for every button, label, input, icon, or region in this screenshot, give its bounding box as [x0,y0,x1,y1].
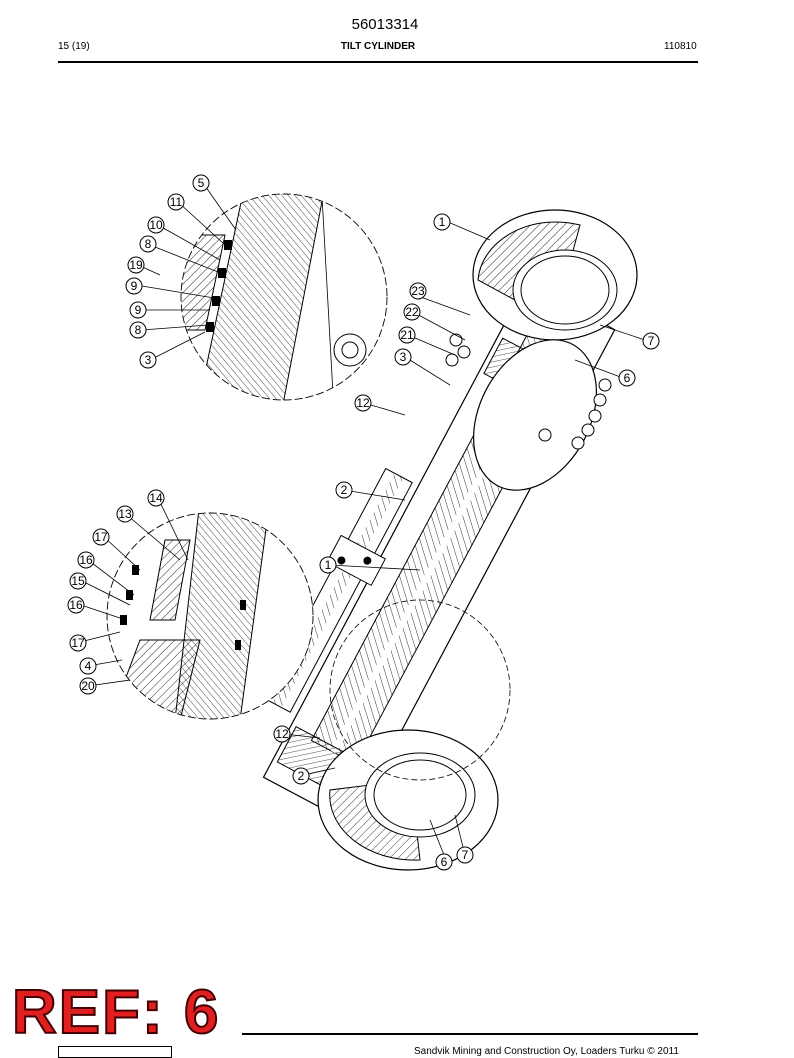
base-eye-bottom [317,729,499,871]
callout-1: 1 [319,556,337,574]
callout-21: 21 [398,326,416,344]
callout-9: 9 [129,301,147,319]
detail-marker-circle [329,599,511,781]
callout-9: 9 [125,277,143,295]
svg-text:9: 9 [135,303,142,317]
svg-text:8: 8 [145,237,152,251]
svg-text:12: 12 [275,727,289,741]
rod-eye-top [472,209,638,341]
page-title: TILT CYLINDER [340,41,416,52]
svg-text:16: 16 [79,553,93,567]
svg-text:1: 1 [325,558,332,572]
callout-13: 13 [116,505,134,523]
pipe-block [326,534,386,587]
callout-15: 15 [69,572,87,590]
callout-6: 6 [618,369,636,387]
callout-12: 12 [354,394,372,412]
callout-7: 7 [456,846,474,864]
callout-20: 20 [79,677,97,695]
callout-23: 23 [409,282,427,300]
svg-text:5: 5 [198,176,205,190]
svg-text:17: 17 [94,530,108,544]
svg-text:10: 10 [149,218,163,232]
svg-text:9: 9 [131,279,138,293]
callout-17: 17 [92,528,110,546]
svg-text:15: 15 [71,574,85,588]
svg-text:20: 20 [81,679,95,693]
svg-text:7: 7 [462,848,469,862]
callout-11: 11 [167,193,185,211]
svg-text:7: 7 [648,334,655,348]
ref-stamp: REF: 6 [11,978,221,1047]
svg-text:13: 13 [118,507,132,521]
footer-copyright: Sandvik Mining and Construction Oy, Load… [414,1046,679,1057]
callout-balloons: 1 1 2 2 3 3 4 5 6 6 7 7 8 8 9 9 10 11 12… [67,174,660,871]
svg-text:16: 16 [69,598,83,612]
callout-8: 8 [139,235,157,253]
callout-14: 14 [147,489,165,507]
callout-6: 6 [435,853,453,871]
svg-text:1: 1 [439,215,446,229]
callout-7: 7 [642,332,660,350]
callout-22: 22 [403,303,421,321]
svg-text:3: 3 [400,350,407,364]
callout-5: 5 [192,174,210,192]
svg-text:21: 21 [400,328,414,342]
callout-16: 16 [67,596,85,614]
page-number: 15 (19) [58,41,90,52]
callout-17: 17 [69,634,87,652]
svg-text:4: 4 [85,659,92,673]
callout-8: 8 [129,321,147,339]
header-rule [58,61,698,63]
svg-text:3: 3 [145,353,152,367]
callout-19: 19 [127,256,145,274]
callout-3: 3 [394,348,412,366]
svg-text:6: 6 [441,855,448,869]
svg-text:2: 2 [341,483,348,497]
detail-view-left [106,512,314,720]
callout-10: 10 [147,216,165,234]
callout-4: 4 [79,657,97,675]
detail-view-top [180,193,388,401]
flange [445,333,612,491]
svg-text:17: 17 [71,636,85,650]
svg-text:22: 22 [405,305,419,319]
svg-text:8: 8 [135,323,142,337]
leader-lines [77,182,646,861]
svg-text:12: 12 [356,396,370,410]
document-number: 56013314 [351,16,419,33]
svg-text:11: 11 [170,195,183,209]
callout-2: 2 [292,767,310,785]
company-logo [58,1046,172,1058]
callout-2: 2 [335,481,353,499]
callout-3: 3 [139,351,157,369]
callout-12: 12 [273,725,291,743]
footer-rule [242,1033,698,1035]
svg-text:23: 23 [411,284,425,298]
callout-1: 1 [433,213,451,231]
svg-text:14: 14 [149,491,163,505]
svg-text:19: 19 [129,258,143,272]
document-date: 110810 [664,41,697,52]
callout-16: 16 [77,551,95,569]
svg-text:6: 6 [624,371,631,385]
svg-text:2: 2 [298,769,305,783]
